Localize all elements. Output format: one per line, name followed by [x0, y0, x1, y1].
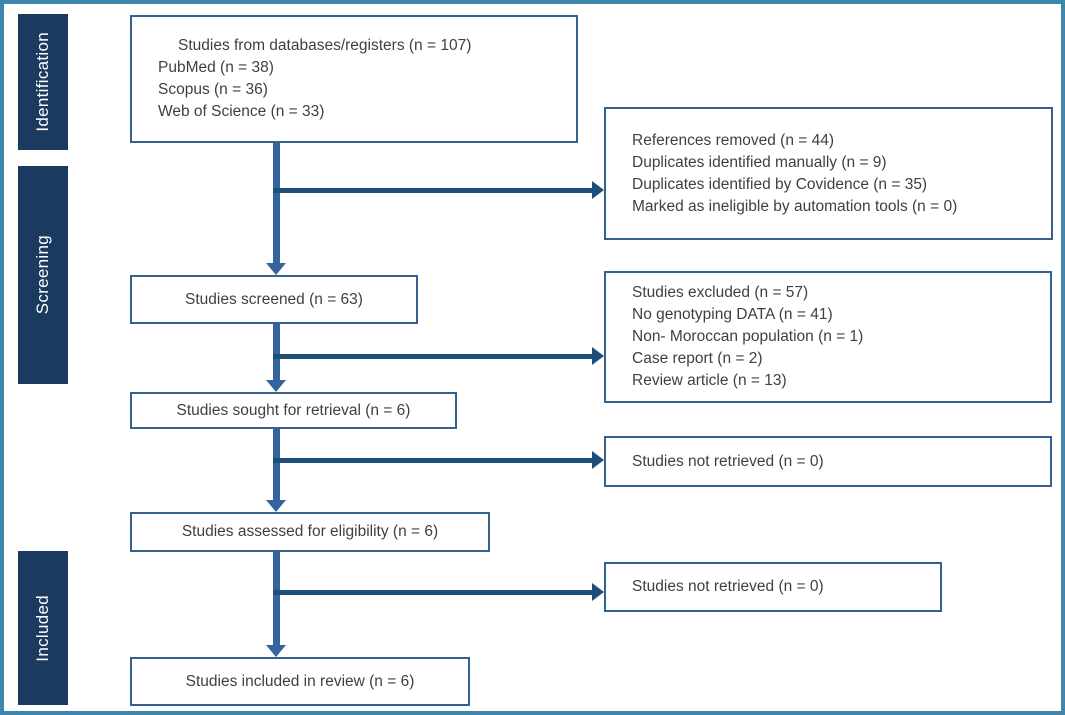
box-line: Studies screened (n = 63) [185, 290, 363, 308]
stage-label-identification: Identification [33, 32, 52, 132]
arrow-line-sought-to-assessed [273, 429, 280, 500]
arrow-line-assessed-to-included [273, 552, 280, 645]
arrow-line-screened-to-sought [273, 324, 280, 380]
box-studies-assessed-for-eligibility: Studies assessed for eligibility (n = 6) [130, 512, 490, 552]
box-studies-included-in-review: Studies included in review (n = 6) [130, 657, 470, 706]
box-line: Review article (n = 13) [632, 372, 787, 389]
box-line: Scopus (n = 36) [158, 81, 268, 98]
box-line: Studies assessed for eligibility (n = 6) [181, 523, 439, 540]
arrowhead-right-icon [592, 583, 604, 601]
box-line: Duplicates identified by Covidence (n = … [632, 175, 928, 193]
stage-label-screening: Screening [33, 235, 52, 315]
arrowhead-down-icon [266, 500, 286, 512]
box-studies-screened: Studies screened (n = 63) [130, 275, 418, 324]
arrowhead-down-icon [266, 380, 286, 392]
box-studies-sought-for-retrieval: Studies sought for retrieval (n = 6) [130, 392, 457, 429]
arrow-line-to-not-retrieved-1 [273, 458, 592, 463]
box-studies-not-retrieved-2: Studies not retrieved (n = 0) [604, 562, 942, 612]
box-references-removed: References removed (n = 44) Duplicates i… [604, 107, 1053, 240]
box-studies-not-retrieved-1: Studies not retrieved (n = 0) [604, 436, 1052, 487]
box-line: Duplicates identified manually (n = 9) [632, 153, 887, 171]
box-line: Case report (n = 2) [632, 350, 763, 367]
box-line: Studies not retrieved (n = 0) [632, 578, 824, 595]
box-line: Studies included in review (n = 6) [185, 672, 415, 690]
box-studies-excluded: Studies excluded (n = 57) No genotyping … [604, 271, 1052, 403]
stage-bar-screening: Screening [18, 166, 68, 384]
arrowhead-down-icon [266, 263, 286, 275]
arrowhead-right-icon [592, 451, 604, 469]
box-line: Marked as ineligible by automation tools… [632, 197, 958, 215]
stage-label-included: Included [33, 594, 52, 662]
arrowhead-right-icon [592, 181, 604, 199]
arrowhead-down-icon [266, 645, 286, 657]
stage-bar-identification: Identification [18, 14, 68, 150]
box-line: References removed (n = 44) [632, 131, 835, 149]
arrow-line-databases-to-screened [273, 143, 280, 263]
stage-bar-included: Included [18, 551, 68, 705]
box-line: No genotyping DATA (n = 41) [632, 306, 833, 323]
arrowhead-right-icon [592, 347, 604, 365]
arrow-line-to-references-removed [273, 188, 592, 193]
box-studies-from-databases: Studies from databases/registers (n = 10… [130, 15, 578, 143]
box-line: Non- Moroccan population (n = 1) [632, 328, 864, 345]
box-line: PubMed (n = 38) [158, 59, 274, 76]
box-line: Studies sought for retrieval (n = 6) [176, 401, 411, 419]
arrow-line-to-not-retrieved-2 [273, 590, 592, 595]
box-line: Studies from databases/registers (n = 10… [178, 37, 472, 54]
box-line: Web of Science (n = 33) [158, 103, 325, 120]
box-line: Studies not retrieved (n = 0) [632, 452, 824, 470]
box-line: Studies excluded (n = 57) [632, 284, 809, 301]
arrow-line-to-excluded [273, 354, 592, 359]
